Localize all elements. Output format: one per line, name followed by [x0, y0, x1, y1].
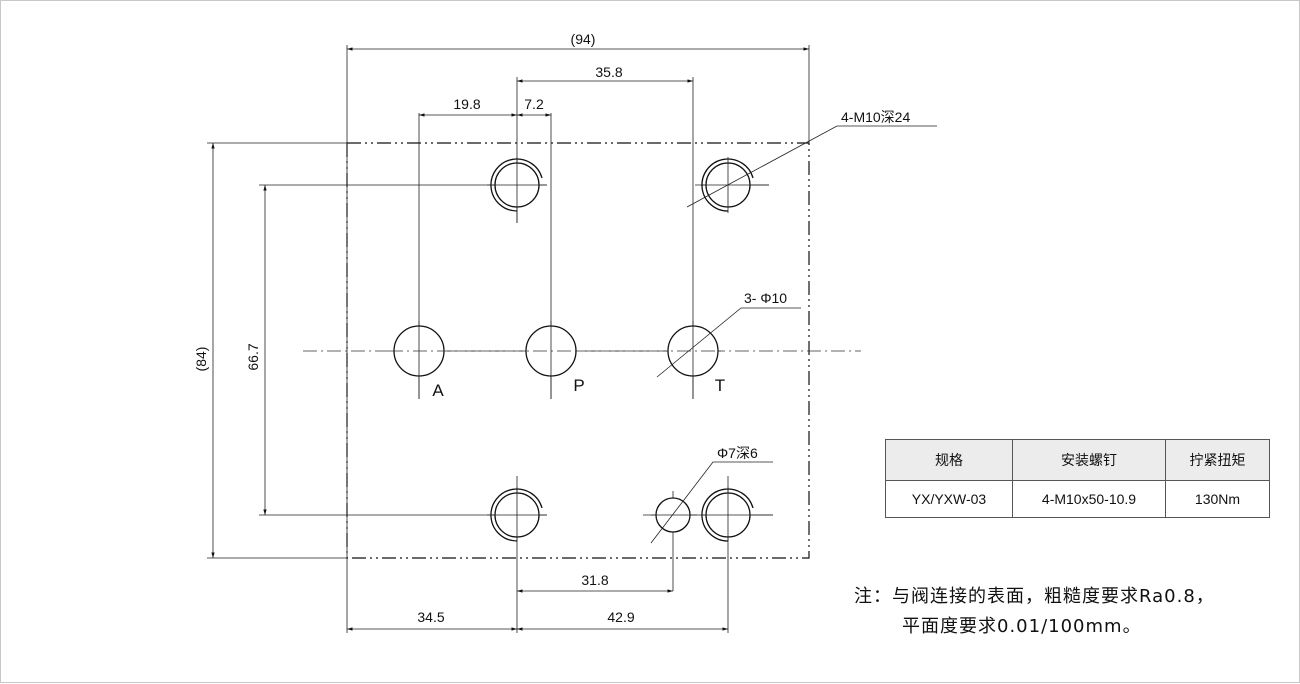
leader-port-holes	[656, 307, 801, 378]
surface-note: 注：与阀连接的表面，粗糙度要求Ra0.8， 平面度要求0.01/100mm。	[854, 582, 1215, 642]
callout-bolt-holes: 4-M10深24	[841, 109, 910, 125]
spec-cell-model: YX/YXW-03	[885, 480, 1013, 518]
spec-header-model: 规格	[885, 439, 1013, 481]
dim-pin-offset: 31.8	[581, 572, 608, 588]
dim-overall-height: (84)	[193, 347, 209, 372]
dim-bolt-vertical: 66.7	[245, 343, 261, 370]
spec-cell-screw: 4-M10x50-10.9	[1012, 480, 1166, 518]
surface-note-line-2: 平面度要求0.01/100mm。	[902, 616, 1142, 637]
dim-offset-b: 7.2	[524, 96, 544, 112]
spec-table-header-row: 规格 安装螺钉 拧紧扭矩	[885, 439, 1270, 481]
surface-note-line-1: 注：与阀连接的表面，粗糙度要求Ra0.8，	[854, 586, 1215, 607]
port-label-a: A	[432, 381, 444, 400]
leader-bolt-holes	[686, 125, 937, 208]
leader-pin-hole	[650, 461, 773, 544]
port-label-t: T	[715, 376, 725, 395]
spec-cell-torque: 130Nm	[1165, 480, 1270, 518]
spec-header-torque: 拧紧扭矩	[1165, 439, 1270, 481]
dim-overall-width: (94)	[571, 31, 596, 47]
dim-port-spacing: 35.8	[595, 64, 622, 80]
spec-header-screw: 安装螺钉	[1012, 439, 1166, 481]
callout-pin-hole: Φ7深6	[717, 445, 758, 461]
spec-table: 规格 安装螺钉 拧紧扭矩 YX/YXW-03 4-M10x50-10.9 130…	[885, 439, 1270, 518]
port-label-p: P	[573, 376, 584, 395]
callout-port-holes: 3- Φ10	[744, 290, 787, 306]
dim-bottom-left: 34.5	[417, 609, 444, 625]
dim-offset-a: 19.8	[453, 96, 480, 112]
spec-table-row: YX/YXW-03 4-M10x50-10.9 130Nm	[885, 480, 1270, 518]
mounting-plate-outline	[346, 142, 810, 559]
dim-bottom-right: 42.9	[607, 609, 634, 625]
